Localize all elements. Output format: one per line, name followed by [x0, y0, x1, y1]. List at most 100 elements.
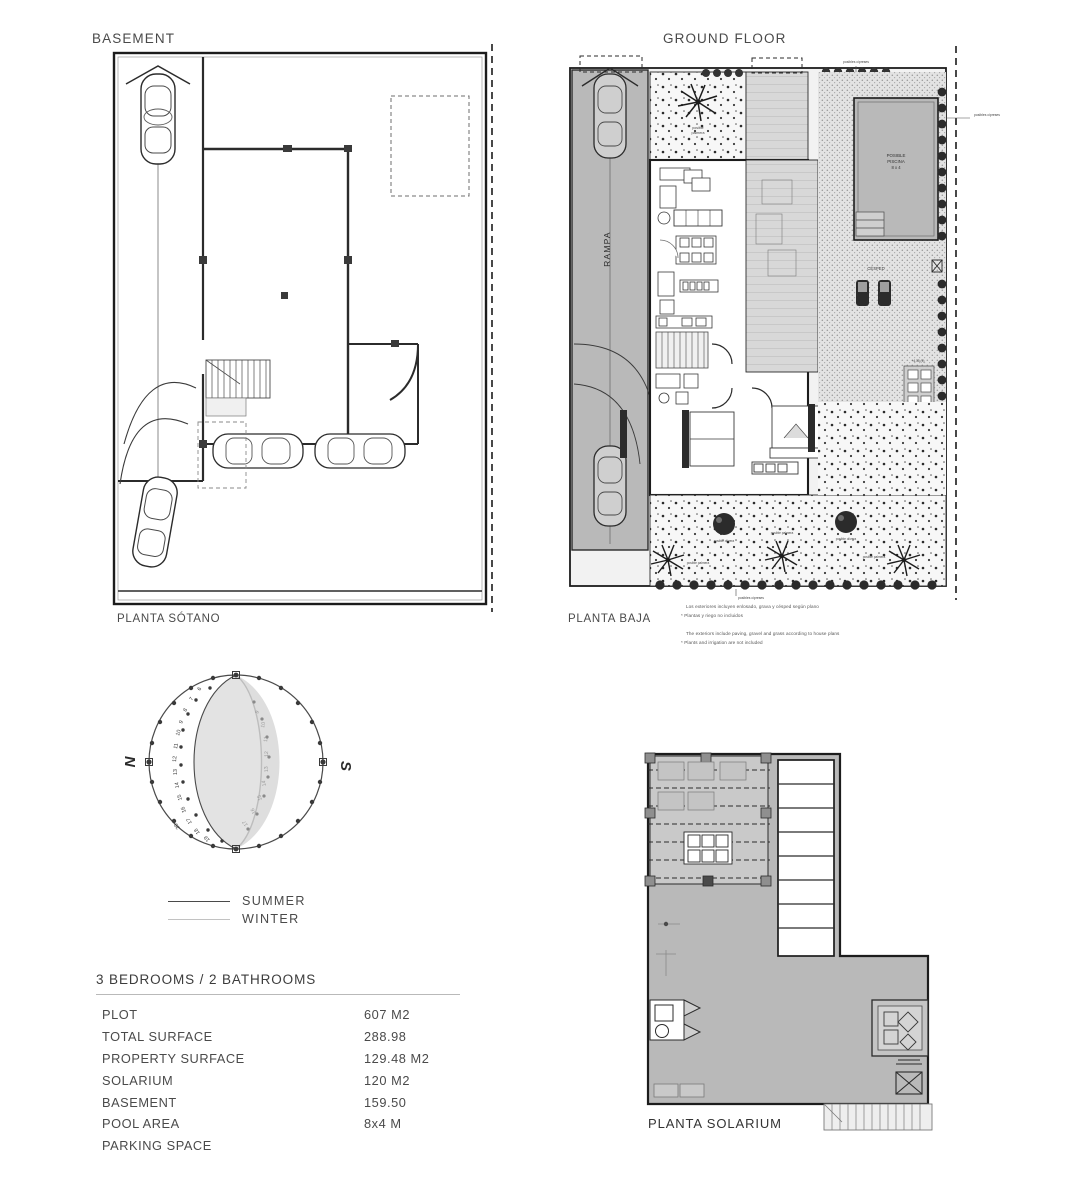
car-symbol-park-1: [212, 433, 304, 469]
car-symbol-park-2: [314, 433, 406, 469]
solarium-detail-left: [656, 921, 680, 976]
entry-decking: [745, 71, 809, 161]
palm-tree-garden: [677, 83, 718, 122]
pool-label-2: PISCINA: [887, 159, 905, 164]
elevation-marker: +4,35 (5): [912, 359, 925, 363]
terrace-furniture: [755, 179, 797, 277]
ramp-direction-arrow: [125, 65, 191, 85]
basement-header: BASEMENT: [92, 31, 176, 46]
outdoor-kitchen: [649, 999, 702, 1041]
svg-text:19: 19: [203, 834, 211, 842]
rear-garden-grass: [649, 494, 947, 587]
cesped-label: CÉSPED: [867, 266, 884, 271]
exterior-staircase: [823, 1103, 933, 1131]
svg-text:16: 16: [250, 807, 258, 815]
ramp-arrow: [581, 67, 639, 87]
bench-bottom: [653, 1083, 705, 1098]
palm-tree-rear-right: [886, 544, 921, 577]
basement-floor-plan: [100, 44, 500, 614]
palm-label-mid: posible palmera: [771, 531, 794, 535]
spec-label: PLOT: [102, 1007, 138, 1023]
spec-row: PARKING SPACE: [96, 1135, 468, 1157]
spec-label: SOLARIUM: [102, 1072, 174, 1088]
spec-value: 159.50: [364, 1094, 407, 1110]
legend-row-winter: WINTER: [168, 910, 306, 928]
svg-text:20: 20: [173, 822, 181, 830]
disclaimer-en-2: * Plants and irrigation are not included: [681, 640, 763, 645]
cypress-label-right: posibles cipreses: [974, 113, 1000, 117]
summer-label: SUMMER: [242, 894, 306, 908]
olive-label-2: posible olivera: [836, 537, 857, 541]
pool-label-1: POSIBLE: [887, 153, 906, 158]
interior-staircase: [655, 331, 709, 369]
slatted-roof-strip: [777, 759, 835, 957]
side-terrace: [745, 159, 819, 373]
svg-text:7: 7: [189, 696, 196, 702]
summer-line-swatch: [168, 900, 230, 902]
palm-label-left: posible palmera: [687, 561, 710, 565]
cardinal-marker-bottom: [232, 845, 240, 853]
winter-line-swatch: [168, 918, 230, 920]
car-symbol-ramp: [140, 73, 176, 165]
svg-text:15: 15: [177, 794, 184, 801]
summer-hour-labels: 6 7 8 9 10 11 12 13 14 15 16 17 18 19 20: [172, 686, 212, 842]
sun-loungers: [856, 280, 891, 306]
door-swing: [659, 239, 679, 259]
svg-text:15: 15: [256, 794, 264, 801]
disclaimer-en-1: The exteriors include paving, gravel and…: [686, 631, 840, 636]
bedroom-1: [682, 410, 735, 468]
north-label: N: [122, 755, 139, 767]
cypress-hedge-right: [937, 87, 947, 401]
olive-label-1: posible olivera: [714, 539, 735, 543]
palm-label-right: posible palmera: [863, 555, 886, 559]
ground-floor-plan: RAMPA posible palmera: [556, 44, 1006, 604]
vehicle-turning-arcs: [119, 381, 197, 485]
spec-label: PARKING SPACE: [102, 1138, 212, 1154]
svg-text:10: 10: [175, 729, 182, 736]
bathroom-fixtures: [655, 373, 699, 405]
cardinal-marker-south: [319, 758, 327, 766]
dashed-storage-zone: [390, 95, 470, 197]
jacuzzi-spa: [871, 999, 929, 1057]
rampa-label: RAMPA: [602, 231, 612, 267]
basement-caption: PLANTA SÓTANO: [117, 613, 221, 625]
winter-arc-dots: [246, 700, 271, 831]
car-symbol-ground-top: [593, 73, 627, 159]
front-garden-grass: [649, 71, 747, 161]
winter-hour-labels: 9 10 11 12 13 14 15 16 17: [241, 710, 270, 827]
svg-text:13: 13: [264, 766, 270, 772]
disclaimer-es-1: Los exteriores incluyen enlosado, grava …: [686, 604, 819, 609]
pool-label-3: 8 x 4: [891, 165, 901, 170]
summer-arc-inner: [193, 674, 237, 850]
shower-drain-marker: [895, 1059, 923, 1095]
cardinal-marker-north: [145, 758, 153, 766]
ground-floor-header: GROUND FLOOR: [663, 31, 787, 46]
svg-text:9: 9: [178, 720, 185, 725]
solarium-floor-plan: [628, 746, 968, 1131]
palm-tree-rear-left: [650, 544, 685, 577]
svg-text:8: 8: [182, 707, 189, 712]
svg-text:14: 14: [261, 780, 268, 787]
disclaimer-es-2: * Plantas y riego no incluidos: [681, 613, 743, 618]
legend-row-summer: SUMMER: [168, 892, 306, 910]
compass-ring-dots: [146, 672, 326, 852]
svg-text:10: 10: [260, 721, 267, 728]
palm-tree-rear-mid: [764, 540, 799, 573]
svg-text:11: 11: [263, 736, 270, 742]
lounge-furniture: [657, 761, 747, 811]
spec-value: 120 M2: [364, 1072, 410, 1088]
dining-table-set: [675, 235, 717, 265]
bedroom-3: [751, 461, 799, 475]
svg-text:17: 17: [186, 817, 194, 825]
spec-value: 288.98: [364, 1029, 407, 1045]
ground-floor-caption: PLANTA BAJA: [568, 613, 651, 625]
pergola-posts: [644, 752, 772, 887]
svg-text:18: 18: [193, 827, 201, 835]
winter-arc: [235, 674, 263, 850]
spec-divider: [96, 994, 460, 995]
